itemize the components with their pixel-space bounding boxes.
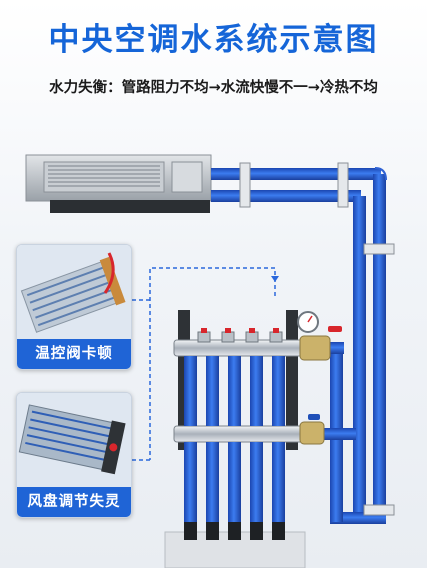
callout-label: 温控阀卡顿 [17, 339, 131, 369]
coil-detail-icon [17, 393, 131, 487]
page-subtitle: 水力失衡：管路阻力不均→水流快慢不一→冷热不均 [49, 80, 378, 96]
callout-label: 风盘调节失灵 [17, 487, 131, 517]
fan-coil-unit-icon [25, 154, 212, 213]
page-title: 中央空调水系统示意图 [48, 22, 379, 58]
callout-fan-coil-adjust: 风盘调节失灵 [16, 392, 132, 518]
pressure-gauge-icon [297, 311, 319, 333]
valve-icon [299, 326, 342, 445]
coil-closeup-icon [17, 245, 131, 339]
callout-thermostatic-valve: 温控阀卡顿 [16, 244, 132, 370]
